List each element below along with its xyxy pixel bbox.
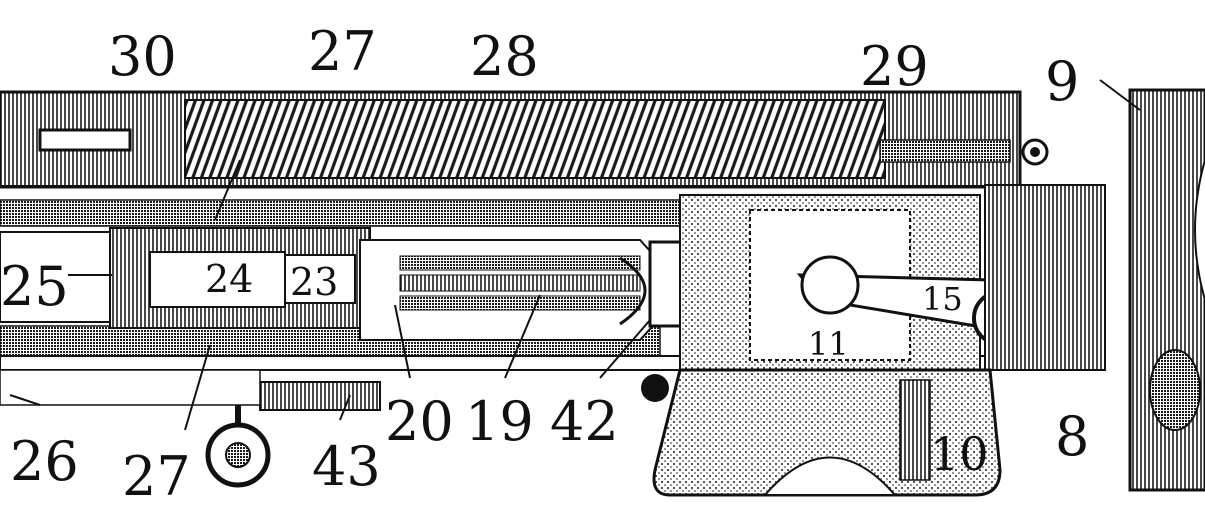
rear-housing (984, 88, 1205, 492)
label-10: 10 (930, 427, 989, 481)
label-19: 19 (465, 390, 534, 453)
leader-lines (9, 79, 1141, 431)
label-27-bottom: 27 (122, 445, 191, 508)
label-30: 30 (108, 25, 177, 88)
label-11: 11 (808, 325, 849, 363)
label-9: 9 (1045, 50, 1079, 113)
label-42: 42 (550, 390, 619, 453)
label-27-top: 27 (308, 20, 377, 83)
mount-base (652, 368, 1002, 497)
label-8: 8 (1055, 405, 1089, 468)
firing-pin-assembly (359, 239, 694, 341)
receiver-top-casing (0, 90, 1022, 189)
bolt-body (0, 227, 371, 329)
label-24: 24 (205, 257, 253, 301)
label-26: 26 (10, 430, 79, 493)
label-15: 15 (922, 280, 963, 318)
lower-bracket (0, 369, 669, 488)
label-25: 25 (0, 255, 69, 318)
label-20: 20 (385, 390, 454, 453)
label-43: 43 (312, 435, 381, 498)
label-29: 29 (860, 35, 929, 98)
label-28: 28 (470, 25, 539, 88)
label-23: 23 (290, 260, 338, 304)
part-labels: 30 27 28 29 9 25 24 23 15 11 26 27 43 20… (0, 20, 1089, 508)
